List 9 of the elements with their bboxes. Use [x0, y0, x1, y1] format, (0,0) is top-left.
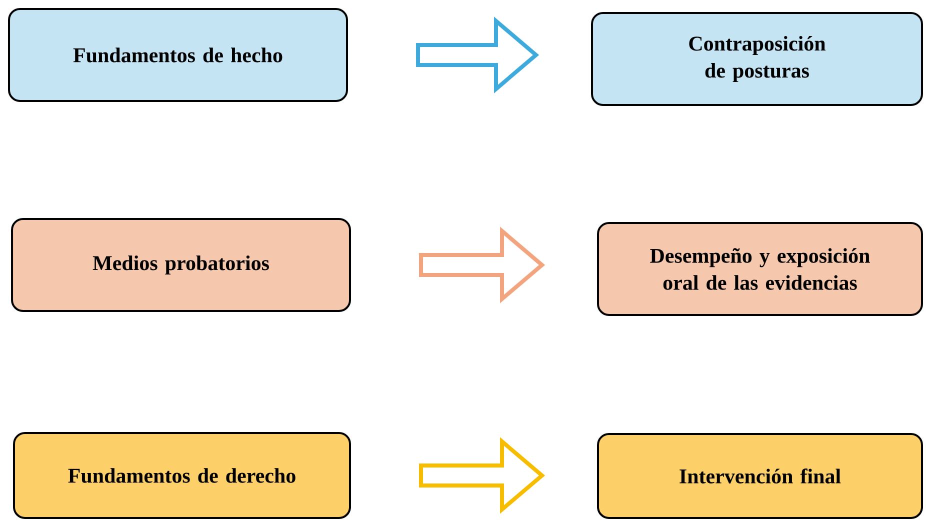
block-arrow [419, 226, 546, 304]
process-box: Medios probatorios [11, 218, 351, 312]
block-arrow [419, 437, 546, 514]
process-box: Fundamentos de hecho [8, 8, 348, 102]
process-box: Contraposición de posturas [591, 12, 923, 106]
process-box: Intervención final [597, 432, 923, 519]
process-box: Desempeño y exposición oral de las evidencias [597, 222, 923, 316]
block-arrow [416, 16, 540, 94]
process-box: Fundamentos de derecho [13, 432, 351, 519]
